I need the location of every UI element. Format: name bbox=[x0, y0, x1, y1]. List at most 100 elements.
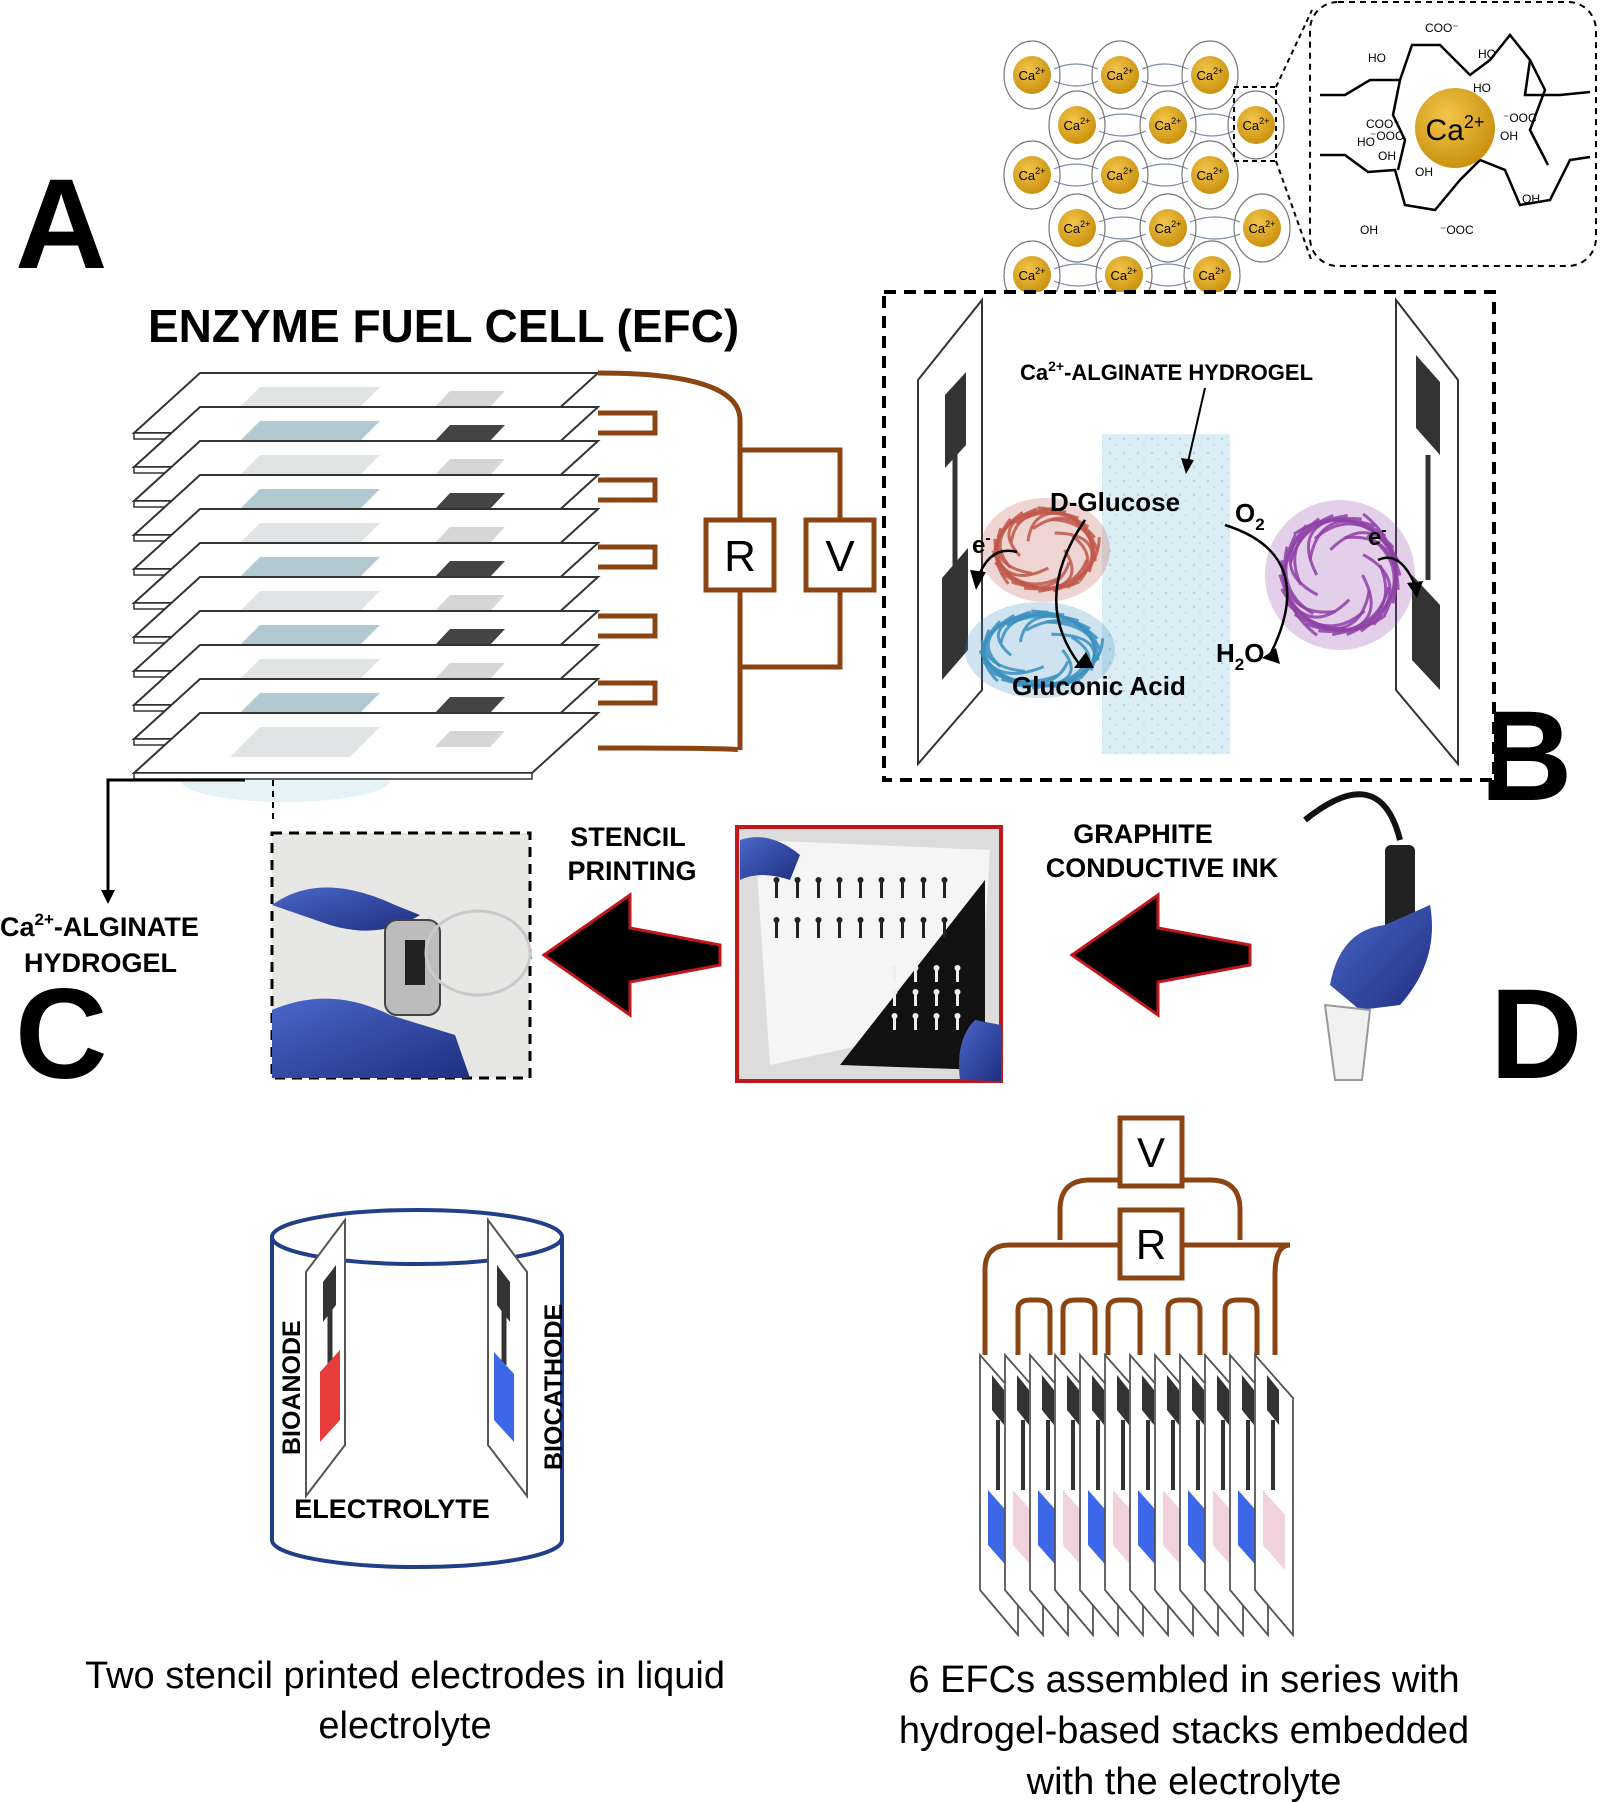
stack-plate-contact bbox=[435, 425, 505, 441]
calcium-ion-label: Ca2+ bbox=[1155, 116, 1182, 133]
stack-plate-contact bbox=[435, 731, 505, 747]
lattice-bond bbox=[1141, 80, 1189, 87]
d-stack-contact bbox=[1042, 1375, 1054, 1425]
calcium-ion-label: Ca2+ bbox=[1249, 219, 1276, 236]
enzyme-glucose-oxidase bbox=[980, 498, 1110, 602]
stencil-electrode bbox=[775, 880, 778, 898]
stencil-cutout bbox=[914, 992, 917, 1006]
panel-c-diagram: BIOANODE BIOCATHODE ELECTROLYTE bbox=[270, 1208, 568, 1569]
lattice-bond bbox=[1141, 63, 1189, 70]
calcium-ion bbox=[1149, 209, 1187, 247]
calcium-ion bbox=[1013, 56, 1051, 94]
inset-electron-right: e- bbox=[1368, 522, 1387, 551]
caption-d-line1: 6 EFCs assembled in series with bbox=[908, 1659, 1459, 1701]
stencil-electrode bbox=[817, 880, 820, 898]
arrow-left-icon bbox=[541, 892, 722, 1018]
stencil-cutout-pad bbox=[891, 989, 898, 995]
egg-box-group: OH bbox=[1522, 192, 1540, 206]
stencil-electrode bbox=[943, 920, 946, 938]
stencil-cutout-pad bbox=[933, 965, 940, 971]
stencil-electrode bbox=[775, 920, 778, 938]
lattice-cage bbox=[1139, 193, 1197, 263]
egg-box-group: ⁻OOC bbox=[1440, 223, 1474, 237]
voltmeter-a: V bbox=[803, 517, 877, 593]
calcium-ion bbox=[1058, 209, 1096, 247]
calcium-ion-label: Ca2+ bbox=[1197, 66, 1224, 83]
calcium-ion bbox=[1149, 106, 1187, 144]
stencil-electrode bbox=[796, 880, 799, 898]
voltmeter-a-label: V bbox=[825, 532, 855, 581]
egg-box-inset: Ca2+ COO⁻HOHOHOCOO⁻HO⁻OOCOH⁻OOCOHOHOHOH⁻… bbox=[1233, 1, 1597, 267]
stencil-electrode-pad bbox=[794, 917, 801, 923]
lattice-bond bbox=[1053, 263, 1103, 270]
stencil-electrode bbox=[838, 880, 841, 898]
stencil-electrode-pad bbox=[857, 877, 864, 883]
calcium-ion-label: Ca2+ bbox=[1155, 219, 1182, 236]
calcium-ion-label: Ca2+ bbox=[1199, 266, 1226, 283]
bioelectrode-inset: Ca2+-ALGINATE HYDROGEL D-Glucose Gluconi… bbox=[882, 290, 1496, 782]
stencil-electrode-pad bbox=[920, 917, 927, 923]
calcium-ion-label: Ca2+ bbox=[1107, 166, 1134, 183]
stencil-electrode-pad bbox=[899, 877, 906, 883]
calcium-ion-label: Ca2+ bbox=[1064, 219, 1091, 236]
efc-title: ENZYME FUEL CELL (EFC) bbox=[148, 300, 739, 352]
calcium-ion bbox=[1243, 209, 1281, 247]
stack-plate-contact bbox=[435, 493, 505, 509]
lattice-cage bbox=[1091, 140, 1149, 210]
lattice-cage bbox=[1048, 90, 1106, 160]
hydrogel-callout: Ca2+-ALGINATE HYDROGEL bbox=[0, 778, 274, 978]
lattice-bond bbox=[1053, 280, 1103, 287]
lattice-bond bbox=[1141, 163, 1189, 170]
stack-plate-contact bbox=[435, 459, 505, 475]
stencil-cutout-pad bbox=[954, 1013, 961, 1019]
d-stack-contact bbox=[1017, 1375, 1029, 1425]
glove-hand-icon bbox=[1303, 791, 1432, 1081]
d-stack-contact bbox=[1142, 1375, 1154, 1425]
arrow-left-icon bbox=[1069, 892, 1252, 1018]
stencil-cutout bbox=[956, 968, 959, 982]
calcium-ion-label: Ca2+ bbox=[1197, 166, 1224, 183]
stencil-cutout-pad bbox=[954, 965, 961, 971]
d-stack-contact bbox=[1092, 1375, 1104, 1425]
egg-box-group: HO bbox=[1368, 51, 1386, 65]
lattice-bond bbox=[1141, 180, 1189, 187]
hydrogel-callout-line1: Ca2+-ALGINATE bbox=[0, 910, 199, 942]
stencil-electrode-pad bbox=[836, 877, 843, 883]
calcium-ion bbox=[1105, 256, 1143, 294]
stencil-cutout-pad bbox=[954, 989, 961, 995]
stencil-electrode-pad bbox=[878, 877, 885, 883]
lattice-cage bbox=[1003, 140, 1061, 210]
lattice-cage bbox=[1181, 40, 1239, 110]
inset-glucose: D-Glucose bbox=[1050, 487, 1180, 517]
stencil-cutout-pad bbox=[891, 965, 898, 971]
stencil-label-1: STENCIL bbox=[570, 822, 686, 852]
ink-label-1: GRAPHITE bbox=[1073, 819, 1213, 849]
stencil-electrode-pad bbox=[794, 877, 801, 883]
lattice-bond bbox=[1098, 233, 1147, 240]
panel-label-d: D bbox=[1490, 963, 1582, 1106]
calcium-ion-label: Ca2+ bbox=[1111, 266, 1138, 283]
stencil-cutout bbox=[956, 1016, 959, 1030]
calcium-ion bbox=[1101, 56, 1139, 94]
calcium-ion bbox=[1013, 256, 1051, 294]
d-stack-contact bbox=[1167, 1375, 1179, 1425]
efc-circuit bbox=[597, 370, 843, 753]
stack-plate-contact bbox=[435, 629, 505, 645]
calcium-ion-label: Ca2+ bbox=[1019, 66, 1046, 83]
egg-box-group: HO bbox=[1478, 47, 1496, 61]
stack-plate-contact bbox=[435, 561, 505, 577]
d-stack-contact bbox=[1067, 1375, 1079, 1425]
resistor-a-label: R bbox=[724, 532, 756, 581]
stencil-electrode-pad bbox=[941, 917, 948, 923]
calcium-ion-label: Ca2+ bbox=[1107, 66, 1134, 83]
stencil-cutout bbox=[893, 1016, 896, 1030]
d-stack-hydrogel bbox=[1263, 1490, 1285, 1570]
d-stack-contact bbox=[1217, 1375, 1229, 1425]
stencil-electrode-pad bbox=[941, 877, 948, 883]
inset-gluconic: Gluconic Acid bbox=[1012, 671, 1186, 701]
d-stack-contact bbox=[1117, 1375, 1129, 1425]
inset-electron-left: e- bbox=[972, 530, 991, 559]
calcium-ion bbox=[1193, 256, 1231, 294]
lattice-cage bbox=[1048, 193, 1106, 263]
stencil-cutout bbox=[935, 968, 938, 982]
